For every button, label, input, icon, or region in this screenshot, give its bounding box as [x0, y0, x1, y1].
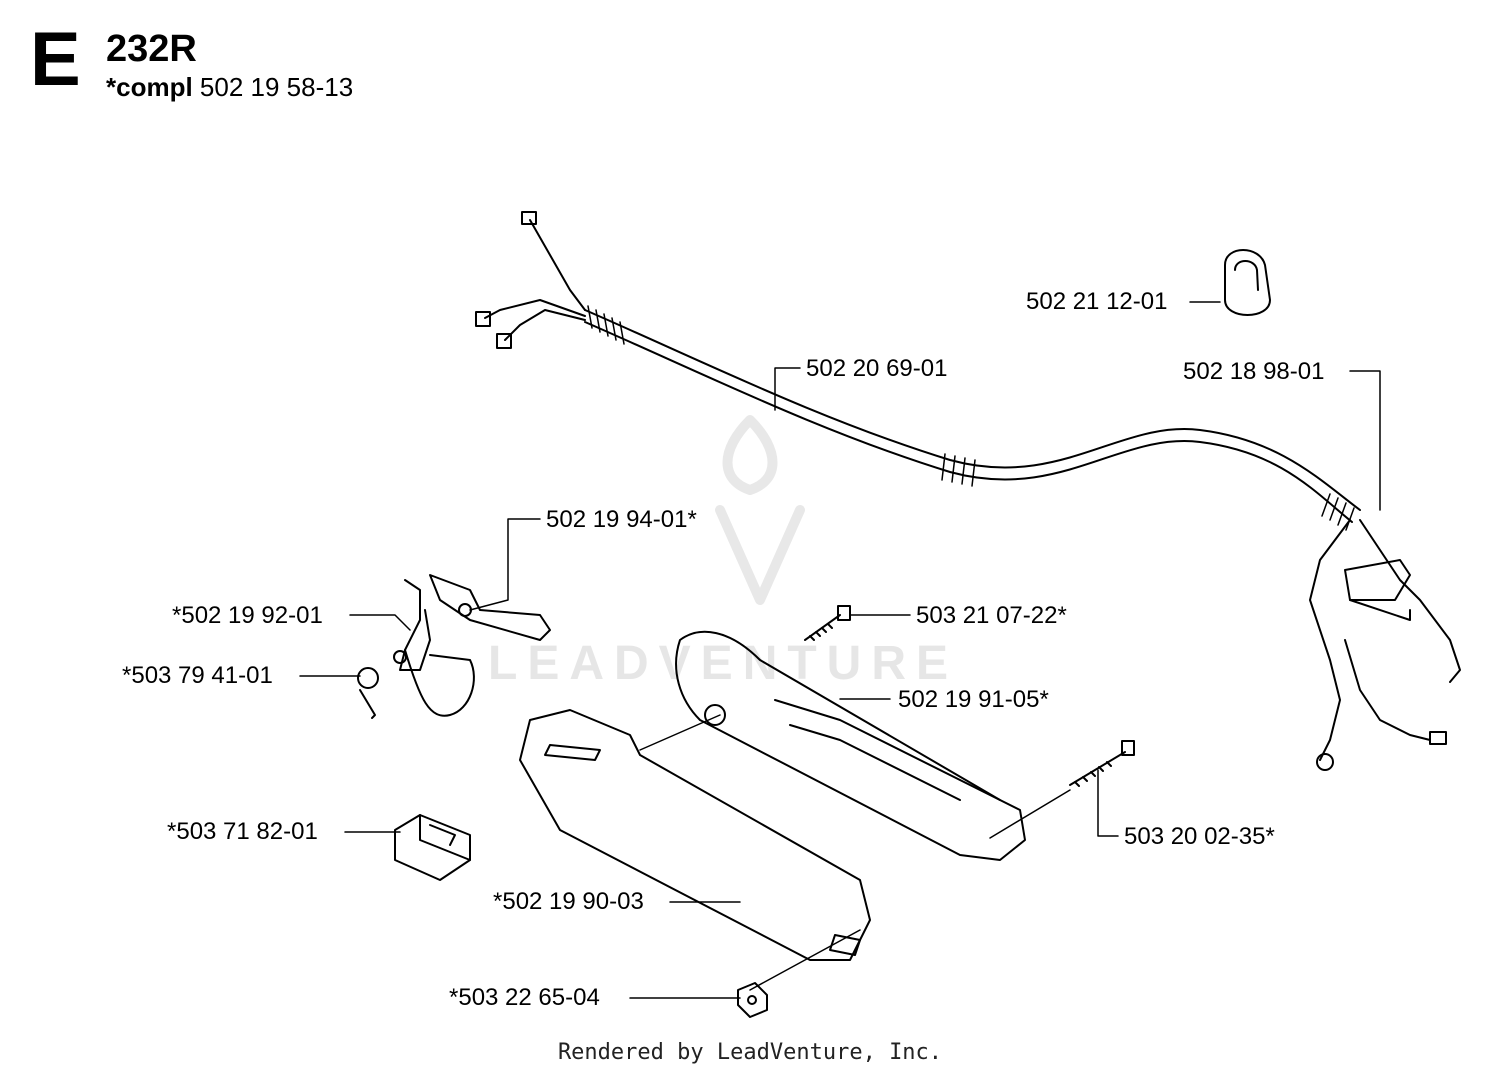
model-title: 232R	[106, 28, 197, 70]
part-label-throttle-trigger[interactable]: *502 19 92-01	[172, 602, 323, 629]
throttle-cable	[475, 211, 1361, 531]
footer-credit: Rendered by LeadVenture, Inc.	[557, 1040, 943, 1065]
part-label-throttle-lockout[interactable]: 502 19 94-01*	[546, 506, 697, 533]
part-label-long-screw[interactable]: 503 20 02-35*	[1124, 823, 1275, 850]
part-label-throttle-cable[interactable]: 502 20 69-01	[806, 355, 948, 382]
watermark-text: LEADVENTURE	[488, 637, 959, 690]
part-label-wire-harness[interactable]: 502 18 98-01	[1183, 358, 1325, 385]
part-label-cable-clip[interactable]: 502 21 12-01	[1026, 288, 1168, 315]
part-label-spring[interactable]: *503 79 41-01	[122, 662, 273, 689]
compl-number: 502 19 58-13	[199, 72, 354, 102]
stop-switch	[394, 814, 471, 881]
ignition-wires	[1309, 519, 1461, 771]
cable-clip	[1224, 249, 1271, 316]
section-letter: E	[30, 17, 81, 102]
part-label-nut[interactable]: *503 22 65-04	[449, 984, 600, 1011]
leader-lines	[299, 301, 1381, 999]
part-label-short-screw[interactable]: 503 21 07-22*	[916, 602, 1067, 629]
part-label-handle-left[interactable]: *502 19 90-03	[493, 888, 644, 915]
handle-left-half	[519, 709, 871, 961]
part-label-handle-right[interactable]: 502 19 91-05*	[898, 686, 1049, 713]
handle-right-half	[675, 630, 1026, 861]
screw-long	[1069, 740, 1135, 787]
square-nut	[737, 982, 768, 1018]
screw-short	[804, 605, 851, 641]
watermark-logo	[715, 415, 805, 605]
throttle-trigger-parts	[357, 574, 551, 719]
complete-assembly-number: *compl 502 19 58-13	[106, 74, 353, 100]
compl-prefix: *compl	[106, 72, 193, 102]
part-label-stop-switch[interactable]: *503 71 82-01	[167, 818, 318, 845]
